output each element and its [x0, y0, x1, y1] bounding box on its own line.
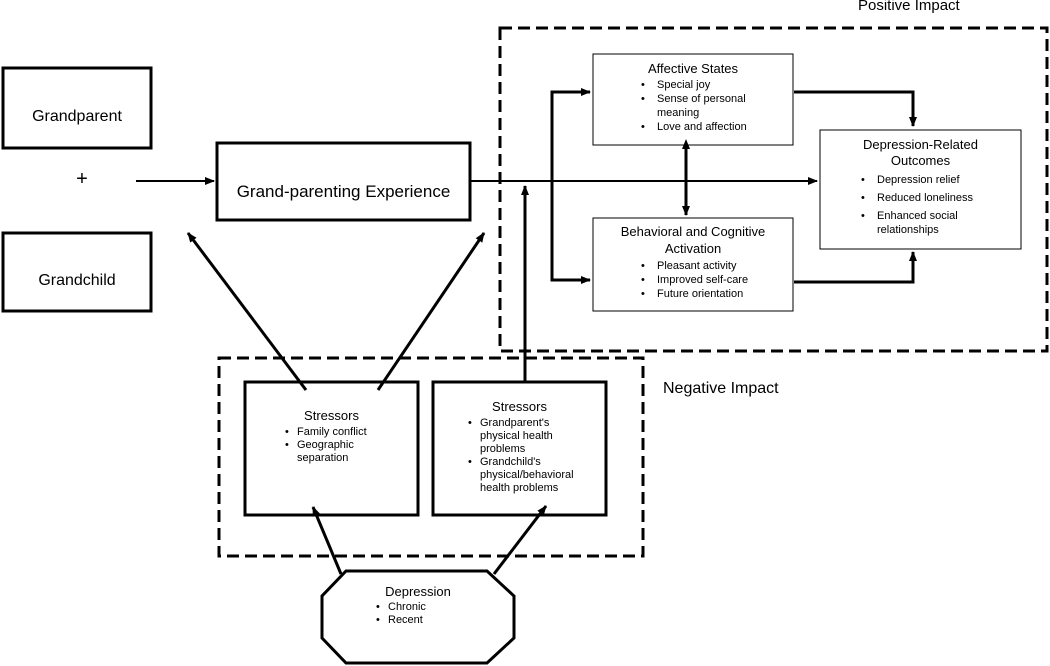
arrow-stressors-left-to-experience [376, 232, 486, 391]
outcomes-list: Depression relief Reduced loneliness Enh… [855, 173, 995, 237]
arrow-depression-to-stressors-right [492, 505, 548, 575]
affective-states-list: Special joy Sense of personal meaning Lo… [635, 78, 785, 134]
depression-list: Chronic Recent [374, 601, 474, 627]
positive-impact-label: Positive Impact [858, 0, 960, 14]
arrow-affective-to-outcomes [794, 90, 917, 127]
experience-box [215, 141, 472, 222]
plus-sign: + [76, 168, 88, 190]
stressors-left-title: Stressors [304, 408, 359, 423]
outcomes-title-line2: Outcomes [890, 153, 951, 168]
list-item: Special joy [635, 78, 785, 92]
arrow-stressors-left-to-dyad [186, 232, 308, 391]
depression-title: Depression [385, 584, 451, 599]
list-item: Pleasant activity [635, 259, 785, 273]
negative-impact-label: Negative Impact [663, 380, 779, 397]
list-item: Recent [374, 614, 474, 627]
grandchild-label: Grandchild [38, 272, 116, 289]
stressors-left-list: Family conflict Geographic separation [283, 426, 393, 465]
grandchild-box [1, 231, 153, 313]
behavioral-title-line2: Activation [664, 241, 722, 256]
list-item: Geographic separation [283, 439, 393, 465]
grandparent-box [1, 66, 153, 150]
bracket-line [550, 90, 590, 282]
outcomes-title-line1: Depression-Related [863, 137, 978, 152]
positive-impact-region [498, 26, 1049, 353]
experience-label: Grand-parenting Experience [236, 182, 451, 201]
list-item: Depression relief [855, 173, 995, 187]
arrow-depression-to-stressors-left [311, 506, 343, 575]
list-item: Sense of personal meaning [635, 92, 785, 120]
list-item: Future orientation [635, 287, 785, 301]
list-item: Reduced loneliness [855, 191, 995, 205]
list-item: Chronic [374, 601, 474, 614]
list-item: Grandchild's physical/behavioral health … [466, 456, 592, 495]
list-item: Love and affection [635, 120, 785, 134]
arrow-behavioral-to-outcomes [794, 251, 917, 284]
grandparent-label: Grandparent [32, 108, 122, 125]
negative-impact-region [217, 356, 645, 558]
list-item: Family conflict [283, 426, 393, 439]
behavioral-list: Pleasant activity Improved self-care Fut… [635, 259, 785, 301]
list-item: Grandparent's physical health problems [466, 417, 564, 456]
stressors-right-title: Stressors [492, 399, 547, 414]
affective-states-title: Affective States [647, 61, 739, 76]
list-item: Enhanced social relationships [855, 209, 995, 237]
behavioral-title-line1: Behavioral and Cognitive [620, 224, 766, 239]
stressors-right-list: Grandparent's physical health problems G… [466, 417, 592, 495]
list-item: Improved self-care [635, 273, 785, 287]
